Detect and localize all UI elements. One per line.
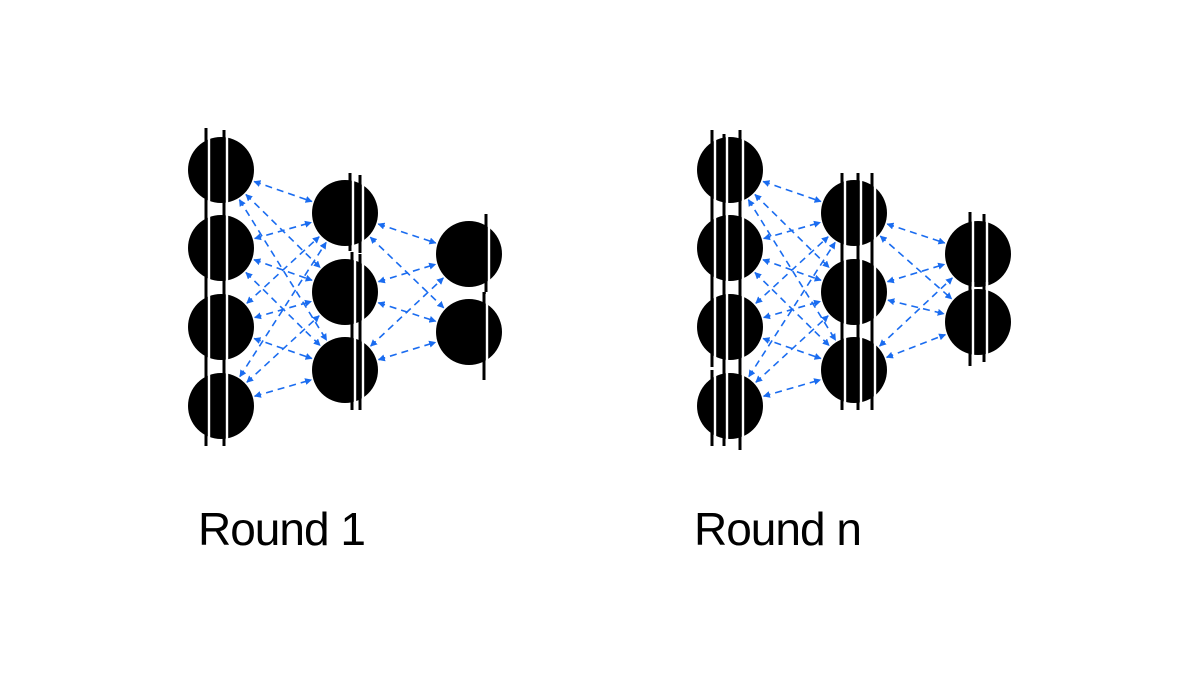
round-n-node-l0-n0 [697,130,763,214]
round-1-node-l1-n0 [312,173,378,253]
round-n-edge-l1n2-l2n1 [885,333,947,359]
node-circle [436,299,502,365]
round-1-edge-l0n2-l1n1 [254,299,312,320]
round-n-edge-l1n0-l2n0 [886,222,946,245]
node-circle [945,289,1011,355]
round-n-node-l1-n1 [821,252,887,332]
round-n-node-l2-n1 [945,282,1011,366]
round-n-edge-l1n1-l2n0 [886,262,946,284]
round-1-edge-l0n3-l1n1 [246,315,320,383]
round-1-edge-l1n0-l2n0 [377,222,437,245]
round-1-edge-l1n2-l2n0 [370,277,444,347]
round-1-node-l0-n0 [188,128,254,212]
node-circle [697,215,763,281]
node-circle [697,137,763,203]
node-circle [312,180,378,246]
round-1-node-l1-n2 [312,330,378,410]
round-1-node-l0-n1 [188,208,254,292]
round-1-node-l2-n0 [436,214,502,294]
node-circle [188,215,254,281]
network-round-1 [188,128,502,446]
caption-round-n: Round n [694,503,862,555]
node-circle [697,373,763,439]
round-n-node-l0-n2 [697,287,763,367]
node-circle [821,337,887,403]
round-n-edges [747,180,953,398]
round-1-edge-l0n3-l1n2 [253,378,313,398]
node-circle [188,294,254,360]
round-1-node-l1-n1 [312,252,378,332]
caption-round-1: Round 1 [198,503,366,555]
round-n-node-l0-n1 [697,208,763,288]
round-1-node-l2-n1 [436,292,502,380]
node-circle [312,337,378,403]
round-n-edge-l0n0-l1n0 [762,180,822,203]
round-n-node-l2-n0 [945,212,1011,294]
round-1-edge-l0n0-l1n0 [253,180,313,203]
node-circle [188,137,254,203]
round-n-node-l0-n3 [697,366,763,450]
round-1-node-l0-n2 [188,287,254,367]
network-round-n [697,130,1011,450]
round-n-node-l1-n2 [821,330,887,410]
node-circle [821,259,887,325]
round-n-edge-l0n2-l1n1 [763,299,821,320]
round-1-edge-l1n2-l2n1 [377,340,437,362]
round-n-edge-l1n2-l2n0 [879,277,953,347]
round-n-edge-l0n3-l1n1 [755,315,829,383]
round-1-edge-l1n1-l2n0 [377,262,437,284]
round-1-nodes [188,128,502,446]
round-n-edge-l1n0-l2n1 [879,235,953,300]
round-n-edge-l0n3-l1n2 [762,378,822,398]
node-circle [945,221,1011,287]
node-circle [821,180,887,246]
node-circle [697,294,763,360]
node-circle [436,221,502,287]
node-circle [312,259,378,325]
round-1-edge-l0n1-l1n0 [254,220,312,241]
round-n-nodes [697,130,1011,450]
node-circle [188,373,254,439]
round-n-edge-l0n1-l1n0 [763,220,821,241]
round-n-node-l1-n0 [821,173,887,253]
round-1-edges [238,180,445,398]
round-1-node-l0-n3 [188,366,254,446]
